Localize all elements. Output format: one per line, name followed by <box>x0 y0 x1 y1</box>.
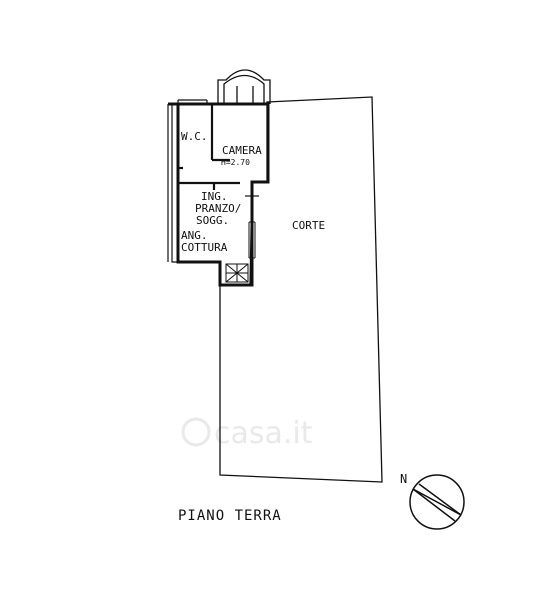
room-label-pranzo: PRANZO/ <box>195 202 241 215</box>
stair-block <box>225 263 249 283</box>
dwelling-walls <box>167 99 270 287</box>
north-arrow-icon <box>409 474 465 530</box>
watermark: casa.it <box>181 416 313 451</box>
room-label-cottura: COTTURA <box>181 241 228 254</box>
interior-walls <box>178 104 240 190</box>
bay-window <box>217 69 271 104</box>
watermark-text: casa.it <box>214 416 313 451</box>
room-label-ing: ING. <box>201 190 228 203</box>
room-label-sogg: SOGG. <box>196 214 229 227</box>
room-label-ang: ANG. <box>181 229 208 242</box>
room-label-wc: W.C. <box>181 130 208 143</box>
area-label-corte: CORTE <box>292 219 325 232</box>
room-height-camera: H=2.70 <box>221 158 250 167</box>
floor-title: PIANO TERRA <box>178 508 282 524</box>
entrance-marker <box>245 190 259 202</box>
east-window <box>248 221 256 259</box>
north-label: N <box>400 472 407 486</box>
room-label-camera: CAMERA <box>222 144 262 157</box>
